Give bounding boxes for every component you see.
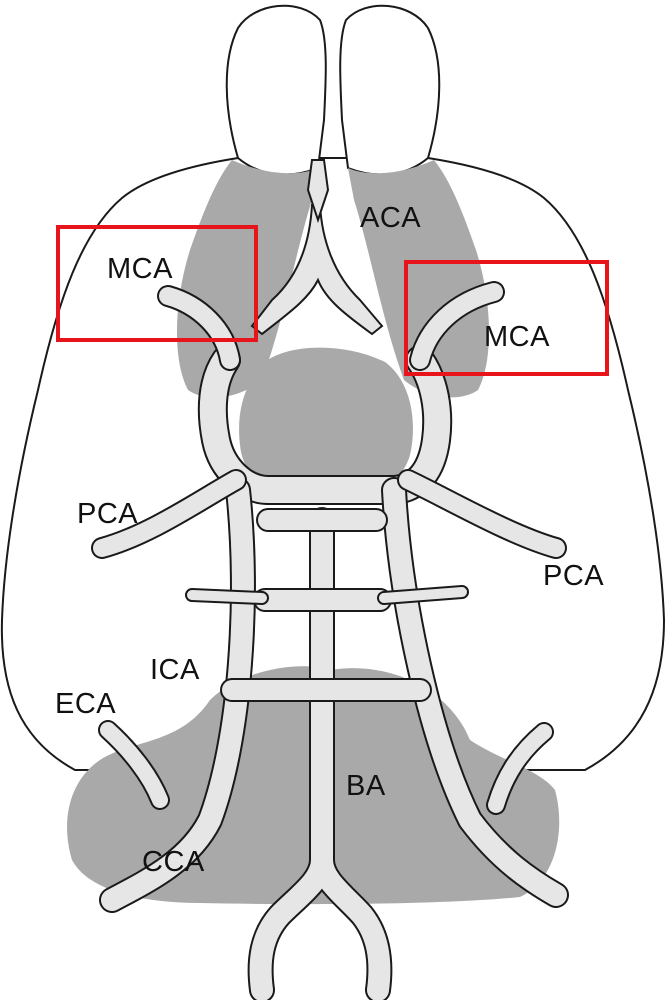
label-pca-right: PCA — [543, 560, 605, 592]
label-ba: BA — [346, 770, 386, 802]
aca-small-stub — [306, 159, 330, 224]
label-mca-right: MCA — [484, 321, 550, 353]
gray-region-central — [239, 347, 413, 504]
label-mca-left: MCA — [107, 253, 173, 285]
label-eca: ECA — [55, 688, 117, 720]
olfactory-bulb-left — [225, 4, 327, 176]
label-aca: ACA — [360, 202, 422, 234]
highlight-box-left-mca — [56, 225, 258, 342]
label-cca: CCA — [142, 846, 205, 878]
vessels-main — [91, 281, 569, 1000]
label-ica: ICA — [150, 654, 200, 686]
olfactory-bulb-right — [339, 4, 441, 176]
highlight-box-right-mca — [404, 260, 609, 376]
gray-region-right-lobe — [348, 160, 490, 398]
label-pca-left: PCA — [77, 498, 139, 530]
aca-stalk — [250, 204, 384, 336]
